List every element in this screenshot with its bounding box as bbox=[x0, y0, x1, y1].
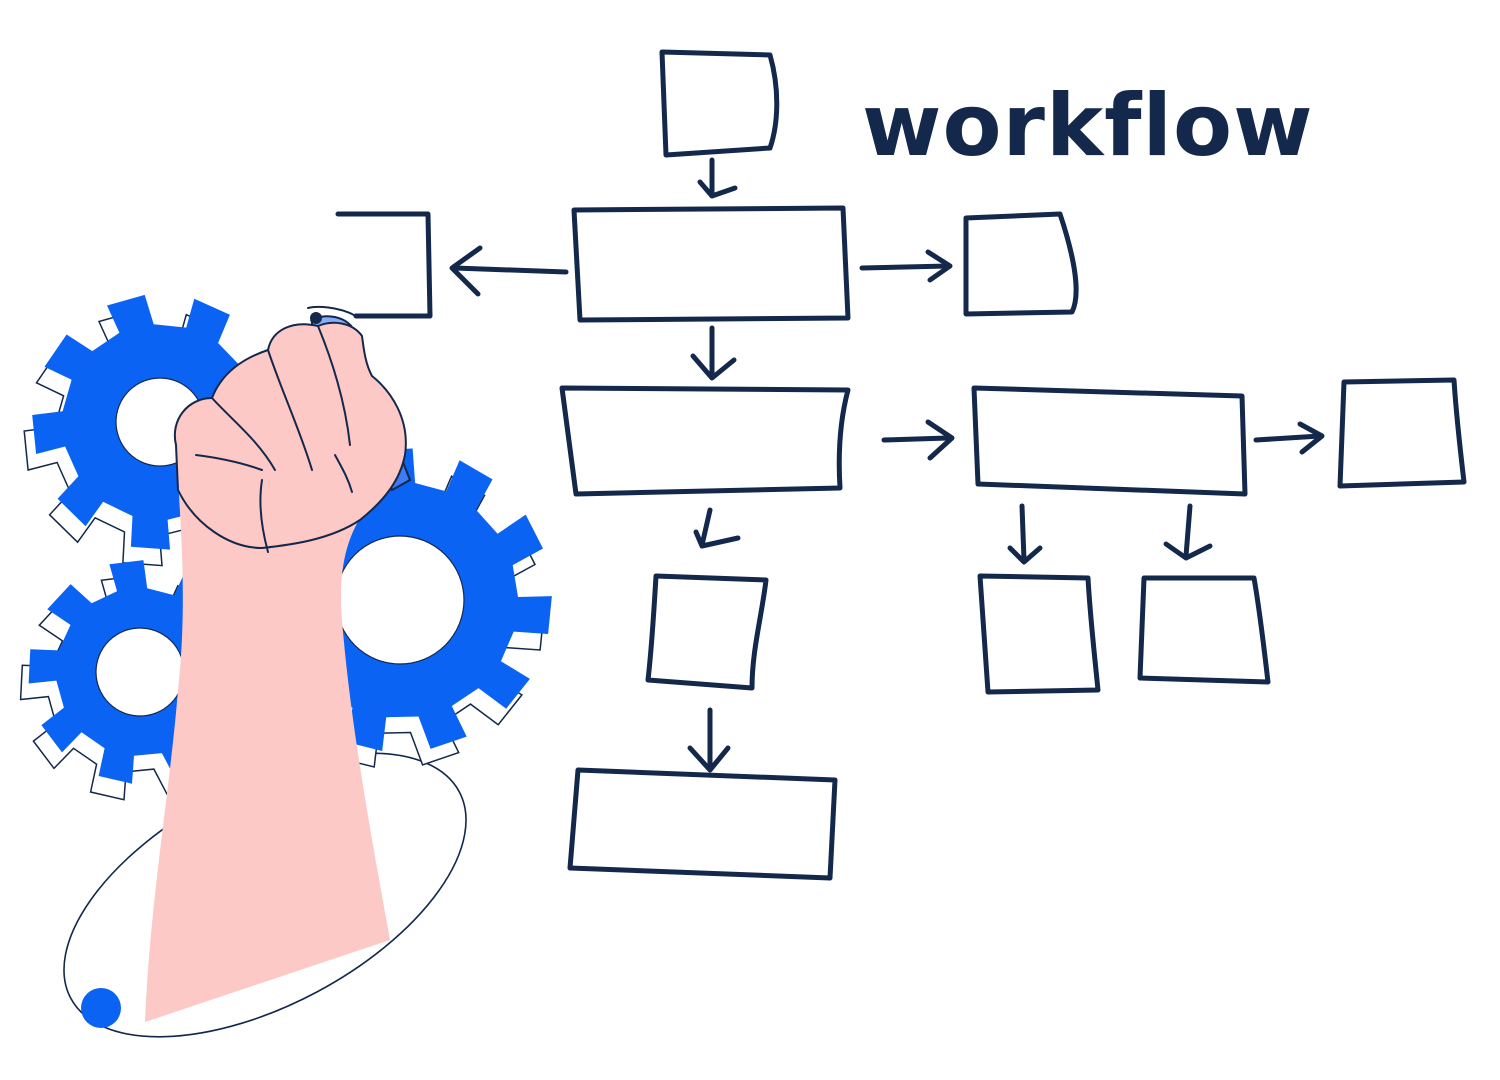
box-lower-mid bbox=[977, 573, 1101, 695]
box-lower-right bbox=[1137, 575, 1271, 685]
box-start bbox=[659, 49, 780, 158]
box-far-right bbox=[1337, 377, 1467, 489]
orbit-dot bbox=[81, 988, 121, 1028]
arrow-main-to-middle bbox=[690, 325, 737, 381]
box-main bbox=[571, 205, 851, 323]
workflow-arrows bbox=[449, 157, 1325, 773]
workflow-boxes bbox=[335, 49, 1467, 881]
arrow-start-to-main bbox=[697, 157, 738, 199]
box-lower-left bbox=[645, 573, 769, 691]
box-bottom bbox=[567, 767, 838, 881]
arrow-main-to-left bbox=[449, 245, 569, 297]
box-middle bbox=[559, 385, 851, 497]
hand-with-marker-icon bbox=[145, 306, 412, 1022]
arrow-middle-right-to-lower-mid bbox=[1007, 503, 1043, 565]
arrow-middle-to-lower-left bbox=[693, 507, 741, 549]
arrow-main-to-right bbox=[859, 249, 953, 283]
arrow-middle-right-to-far-right bbox=[1253, 421, 1325, 455]
arrow-lower-left-to-bottom bbox=[687, 707, 731, 773]
box-middle-right bbox=[971, 385, 1248, 497]
box-right-top bbox=[963, 211, 1079, 317]
arrow-middle-right-to-lower-right bbox=[1163, 503, 1213, 561]
box-left-branch bbox=[335, 211, 433, 319]
diagram-title: workflow bbox=[862, 76, 1314, 176]
arrow-middle-to-middle-right bbox=[881, 419, 955, 461]
